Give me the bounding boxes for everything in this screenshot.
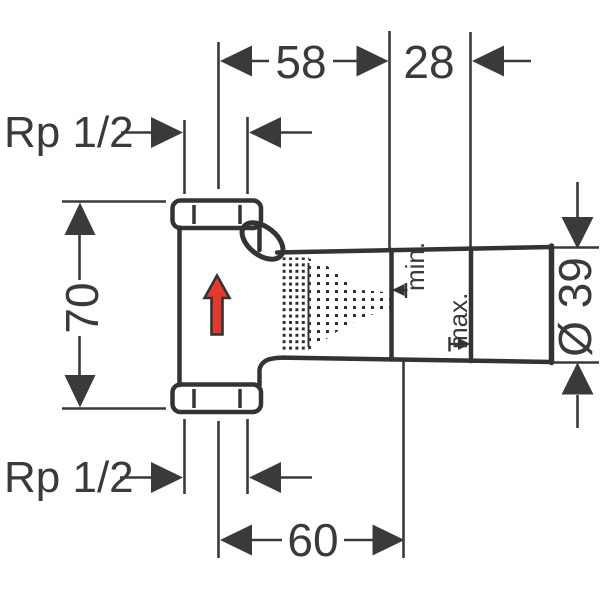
flow-direction-arrow [202, 272, 232, 336]
dim-58-label: 58 [275, 36, 326, 88]
arrow-rp-bottom-left-icon [151, 462, 183, 493]
dim-28-label: 28 [403, 36, 454, 88]
dim-60-label: 60 [287, 514, 338, 566]
hex-nut-top [170, 198, 264, 231]
thread-top-label: Rp 1/2 [4, 108, 134, 157]
dim-diameter-label: Ø 39 [549, 257, 600, 357]
dimension-arrows [64, 45, 594, 556]
depth-leaders [392, 283, 471, 352]
valve-body [170, 198, 555, 415]
thread-bottom-label: Rp 1/2 [4, 453, 134, 502]
arrow-60-right-icon [372, 524, 405, 556]
min-leader-arrow-icon [392, 284, 405, 296]
arrow-rp-bottom-right-icon [249, 462, 281, 493]
arrow-28-right-icon [472, 45, 504, 77]
body-right-edge-bottom [257, 355, 287, 388]
arrow-58-left-icon [220, 45, 252, 77]
arrow-58-right-icon [356, 45, 389, 77]
extension-lines [62, 31, 599, 558]
stipple-band [282, 257, 309, 352]
hex-nut-bottom-facets [192, 389, 242, 408]
stipple-cone [309, 258, 390, 351]
dim-70-label: 70 [56, 282, 108, 333]
arrow-70-down-icon [64, 375, 96, 408]
housing-bottom-edge [280, 355, 554, 365]
depth-max-label: max. [443, 293, 473, 349]
hex-nut-bottom [170, 382, 264, 415]
dimension-labels: 58 28 Rp 1/2 Rp 1/2 70 60 Ø 39 min. max. [4, 36, 600, 566]
arrow-rp-top-right-icon [249, 117, 281, 148]
max-leader-arrow-icon [458, 338, 471, 350]
arrow-60-left-icon [220, 524, 252, 556]
housing-top-edge [274, 244, 554, 255]
hex-nut-top-facets [192, 205, 242, 224]
arrow-dia-up-icon [561, 362, 594, 395]
arrow-70-up-icon [64, 202, 96, 235]
arrow-dia-down-icon [561, 217, 594, 249]
arrow-rp-top-left-icon [151, 117, 183, 148]
depth-min-label: min. [400, 242, 430, 291]
